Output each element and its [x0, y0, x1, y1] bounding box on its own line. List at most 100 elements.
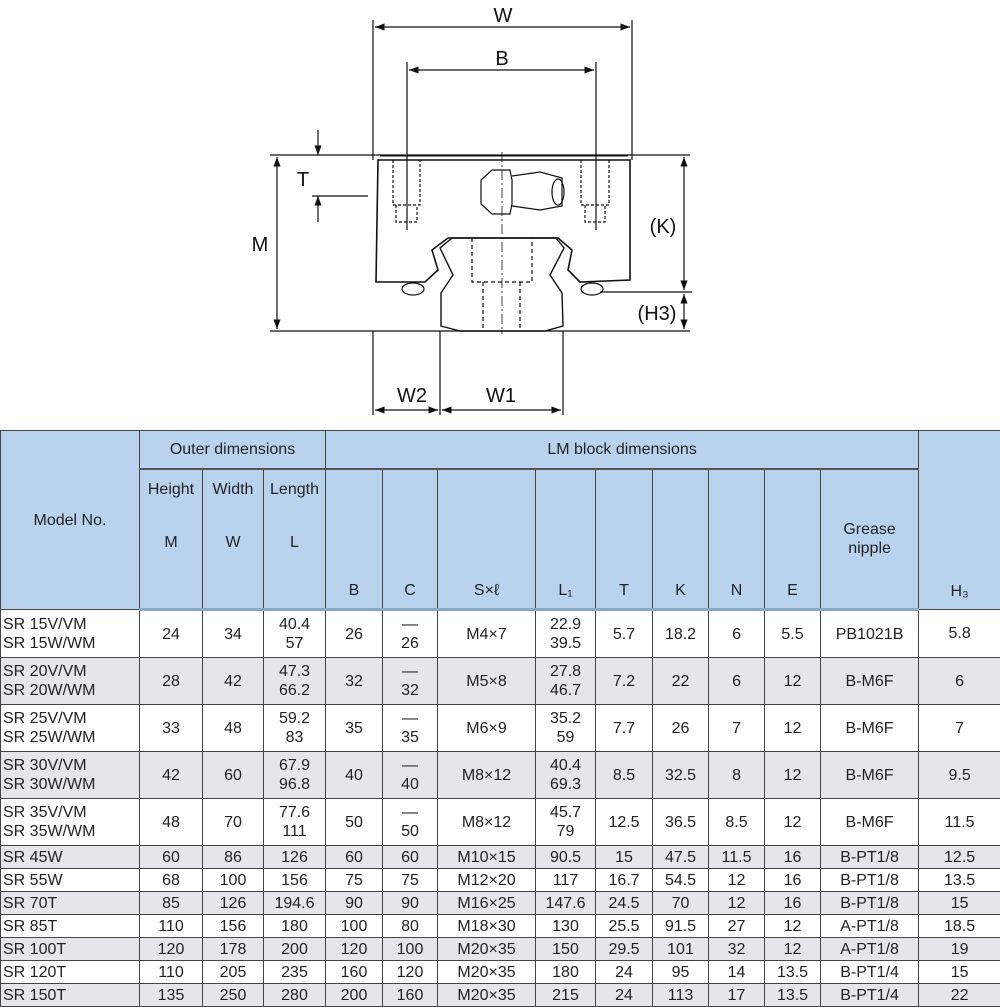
- cell-w: 86: [203, 846, 264, 869]
- cell-t: 7.7: [596, 705, 653, 752]
- cell-k: 18.2: [653, 610, 709, 658]
- cell-w: 70: [203, 799, 264, 846]
- cell-c: —32: [383, 658, 438, 705]
- cell-m: 120: [140, 938, 203, 961]
- cell-s: M18×30: [438, 915, 536, 938]
- cell-w: 60: [203, 752, 264, 799]
- cell-s: M10×15: [438, 846, 536, 869]
- cell-h3: 13.5: [919, 869, 1000, 892]
- cell-model: SR 55W: [1, 869, 140, 892]
- cell-s: M8×12: [438, 752, 536, 799]
- cell-s: M20×35: [438, 938, 536, 961]
- cell-b: 50: [326, 799, 383, 846]
- header-h3: H₃: [919, 431, 1000, 610]
- cell-t: 8.5: [596, 752, 653, 799]
- cell-grease: A-PT1/8: [821, 915, 919, 938]
- cell-w: 156: [203, 915, 264, 938]
- cell-e: 13.5: [765, 984, 821, 1007]
- cell-b: 75: [326, 869, 383, 892]
- cell-s: M6×9: [438, 705, 536, 752]
- cell-n: 27: [709, 915, 765, 938]
- header-s-l: S×ℓ: [438, 469, 536, 610]
- cell-k: 113: [653, 984, 709, 1007]
- cell-n: 6: [709, 658, 765, 705]
- cell-m: 135: [140, 984, 203, 1007]
- cell-b: 26: [326, 610, 383, 658]
- cell-t: 15: [596, 846, 653, 869]
- cell-e: 16: [765, 892, 821, 915]
- cell-k: 22: [653, 658, 709, 705]
- cell-n: 12: [709, 892, 765, 915]
- cell-l: 126: [264, 846, 326, 869]
- cell-n: 14: [709, 961, 765, 984]
- cell-m: 110: [140, 961, 203, 984]
- cell-e: 5.5: [765, 610, 821, 658]
- cell-s: M16×25: [438, 892, 536, 915]
- cell-e: 12: [765, 938, 821, 961]
- cell-t: 24: [596, 984, 653, 1007]
- cell-c: 160: [383, 984, 438, 1007]
- cell-grease: PB1021B: [821, 610, 919, 658]
- cell-t: 16.7: [596, 869, 653, 892]
- dim-label-w1: W1: [486, 385, 516, 407]
- dim-label-m: M: [252, 234, 269, 256]
- cell-c: —26: [383, 610, 438, 658]
- header-model-no: Model No.: [1, 431, 140, 610]
- cell-h3: 22: [919, 984, 1000, 1007]
- cell-b: 90: [326, 892, 383, 915]
- cell-l: 235: [264, 961, 326, 984]
- cell-b: 35: [326, 705, 383, 752]
- cell-h3: 5.8: [919, 610, 1000, 658]
- cell-c: 120: [383, 961, 438, 984]
- cell-m: 48: [140, 799, 203, 846]
- cell-e: 12: [765, 752, 821, 799]
- cell-w: 48: [203, 705, 264, 752]
- cell-l1: 117: [536, 869, 596, 892]
- header-k: K: [653, 469, 709, 610]
- dim-label-t: T: [297, 169, 309, 191]
- cell-c: 80: [383, 915, 438, 938]
- header-e: E: [765, 469, 821, 610]
- cell-h3: 19: [919, 938, 1000, 961]
- cell-h3: 9.5: [919, 752, 1000, 799]
- cell-m: 110: [140, 915, 203, 938]
- cell-k: 26: [653, 705, 709, 752]
- cell-t: 29.5: [596, 938, 653, 961]
- cell-k: 101: [653, 938, 709, 961]
- cell-m: 60: [140, 846, 203, 869]
- header-n: N: [709, 469, 765, 610]
- cell-t: 25.5: [596, 915, 653, 938]
- cell-model: SR 70T: [1, 892, 140, 915]
- cell-k: 91.5: [653, 915, 709, 938]
- cell-s: M20×35: [438, 984, 536, 1007]
- cell-e: 16: [765, 846, 821, 869]
- cell-m: 85: [140, 892, 203, 915]
- cell-grease: B-M6F: [821, 799, 919, 846]
- cell-model: SR 45W: [1, 846, 140, 869]
- cell-n: 11.5: [709, 846, 765, 869]
- cell-grease: B-PT1/8: [821, 846, 919, 869]
- cell-t: 7.2: [596, 658, 653, 705]
- dim-label-k: (K): [650, 216, 677, 238]
- cell-b: 100: [326, 915, 383, 938]
- cell-c: 90: [383, 892, 438, 915]
- cell-w: 34: [203, 610, 264, 658]
- header-lm-block-dimensions: LM block dimensions: [326, 431, 919, 470]
- cell-h3: 18.5: [919, 915, 1000, 938]
- cell-l: 194.6: [264, 892, 326, 915]
- dim-label-h3: (H3): [638, 303, 677, 325]
- cell-model: SR 150T: [1, 984, 140, 1007]
